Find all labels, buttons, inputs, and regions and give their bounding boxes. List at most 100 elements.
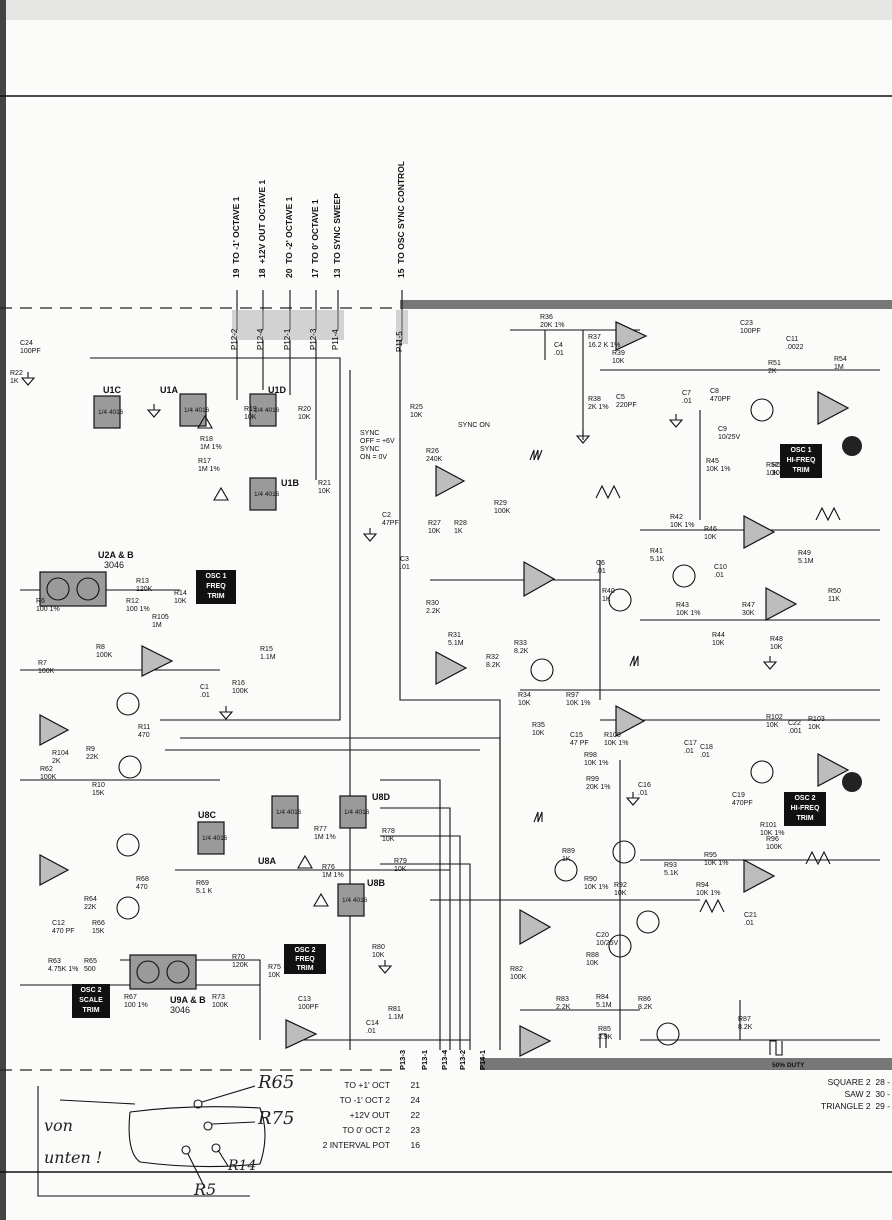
component-value: 100K bbox=[212, 1002, 229, 1009]
component-value: 5.1K bbox=[664, 870, 679, 877]
connector-pin: 15 bbox=[396, 268, 406, 278]
component-value: 5.1M bbox=[596, 1002, 612, 1009]
duty-note: 50% DUTY bbox=[772, 1062, 805, 1069]
component-value: 240K bbox=[426, 456, 443, 463]
ic-label: U1B bbox=[281, 478, 300, 488]
trim-box-osc1-hifreq: OSC 1 HI-FREQ TRIM bbox=[780, 444, 822, 478]
component-label: C17.01 bbox=[684, 740, 697, 756]
component-ref: R12 bbox=[126, 598, 139, 605]
component-label: C3.01 bbox=[400, 556, 410, 572]
right-output-list: SQUARE 2 28 - SAW 2 30 - TRIANGLE 2 29 - bbox=[790, 1076, 890, 1112]
component-ref: R77 bbox=[314, 826, 327, 833]
component-value: 10K bbox=[704, 534, 717, 541]
component-label: C21.01 bbox=[744, 912, 757, 928]
output-label: SAW 2 bbox=[844, 1089, 871, 1099]
component-value: 1.1M bbox=[260, 654, 276, 661]
component-value: 10K bbox=[712, 640, 725, 647]
component-ref: R6 bbox=[36, 598, 45, 605]
component-value: 10K 1% bbox=[760, 830, 785, 837]
component-ref: R88 bbox=[586, 952, 599, 959]
waveform-glyphs bbox=[529, 449, 841, 1056]
component-ref: R44 bbox=[712, 632, 725, 639]
ic-type: 1/4 4016 bbox=[254, 407, 280, 414]
component-ref: R96 bbox=[766, 836, 779, 843]
sync-on-label: SYNC ON bbox=[458, 422, 490, 429]
component-value: 10K bbox=[586, 960, 599, 967]
connector-label: 13 TO SYNC SWEEP bbox=[332, 193, 342, 278]
component-value: 1K bbox=[10, 378, 19, 385]
component-ref: R51 bbox=[768, 360, 781, 367]
bottom-connector-label: TO -1' OCT 2 bbox=[339, 1095, 390, 1105]
trim-box-line: TRIM bbox=[796, 815, 814, 822]
ic-label: U8B bbox=[367, 878, 386, 888]
component-ref: R35 bbox=[532, 722, 545, 729]
component-ref: R105 bbox=[152, 614, 169, 621]
connector-text: +12V OUT OCTAVE 1 bbox=[257, 179, 267, 264]
component-value: .01 bbox=[700, 752, 710, 759]
top-connector-wires bbox=[232, 290, 408, 344]
component-value: 10K bbox=[770, 644, 783, 651]
component-value: .01 bbox=[638, 790, 648, 797]
component-ref: C1 bbox=[200, 684, 209, 691]
component-ref: C12 bbox=[52, 920, 65, 927]
plug-label: P11-5 bbox=[395, 331, 404, 352]
component-ref: R10 bbox=[92, 782, 105, 789]
output-row: SQUARE 2 28 - bbox=[790, 1076, 890, 1088]
plug-label: P13-4 bbox=[440, 1049, 449, 1070]
output-node-dot bbox=[842, 436, 862, 456]
component-ref: R64 bbox=[84, 896, 97, 903]
component-value: 10K 1% bbox=[676, 610, 701, 617]
scan-top-edge bbox=[0, 0, 892, 20]
ic-type: 1/4 4016 bbox=[254, 491, 280, 498]
component-ref: R67 bbox=[124, 994, 137, 1001]
component-label: C16.01 bbox=[638, 782, 651, 798]
component-ref: R68 bbox=[136, 876, 149, 883]
component-ref: R52 bbox=[766, 462, 779, 469]
component-ref: R17 bbox=[198, 458, 211, 465]
component-value: 8.2K bbox=[514, 648, 529, 655]
bottom-connector-pin: 21 bbox=[410, 1080, 420, 1090]
component-ref: R39 bbox=[612, 350, 625, 357]
component-value: 10K bbox=[298, 414, 311, 421]
component-value: 10/25V bbox=[718, 434, 741, 441]
transistor-symbol bbox=[46, 577, 70, 601]
component-ref: R63 bbox=[48, 958, 61, 965]
component-ref: R87 bbox=[738, 1016, 751, 1023]
ic-label: U1C bbox=[103, 385, 122, 395]
edge-bus-bottom bbox=[480, 1058, 892, 1070]
edge-bus-top bbox=[400, 300, 892, 309]
output-row: SAW 2 30 - bbox=[790, 1088, 890, 1100]
plug-label: P12-3 bbox=[309, 328, 318, 350]
sync-note: SYNC OFF = +6V SYNC ON = 0V bbox=[360, 430, 395, 462]
component-value: 100K bbox=[494, 508, 511, 515]
component-ref: R15 bbox=[260, 646, 273, 653]
transistor-symbol bbox=[76, 577, 100, 601]
component-ref: C15 bbox=[570, 732, 583, 739]
component-value: 10K bbox=[808, 724, 821, 731]
component-label: C18.01 bbox=[700, 744, 713, 760]
